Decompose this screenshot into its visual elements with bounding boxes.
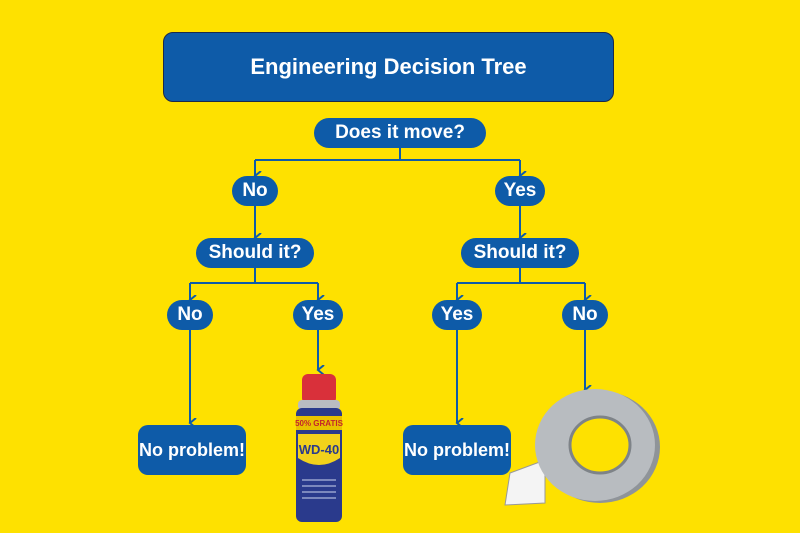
right-question: Should it? — [461, 238, 579, 268]
left-question: Should it? — [196, 238, 314, 268]
right-answer-yes: Yes — [495, 176, 545, 206]
wd40-promo-text: 50% GRATIS — [295, 419, 344, 428]
wd40-can-image: 50% GRATIS WD-40 — [295, 374, 344, 522]
left-answer-no: No — [232, 176, 278, 206]
right-yes: Yes — [432, 300, 482, 330]
duct-tape-image — [504, 389, 660, 506]
left-no-problem: No problem! — [138, 425, 246, 475]
right-no-problem: No problem! — [403, 425, 511, 475]
wd40-logo-text: WD-40 — [299, 442, 339, 457]
diagram-title: Engineering Decision Tree — [163, 32, 614, 102]
root-question: Does it move? — [314, 118, 486, 148]
left-yes: Yes — [293, 300, 343, 330]
left-no: No — [167, 300, 213, 330]
right-no: No — [562, 300, 608, 330]
